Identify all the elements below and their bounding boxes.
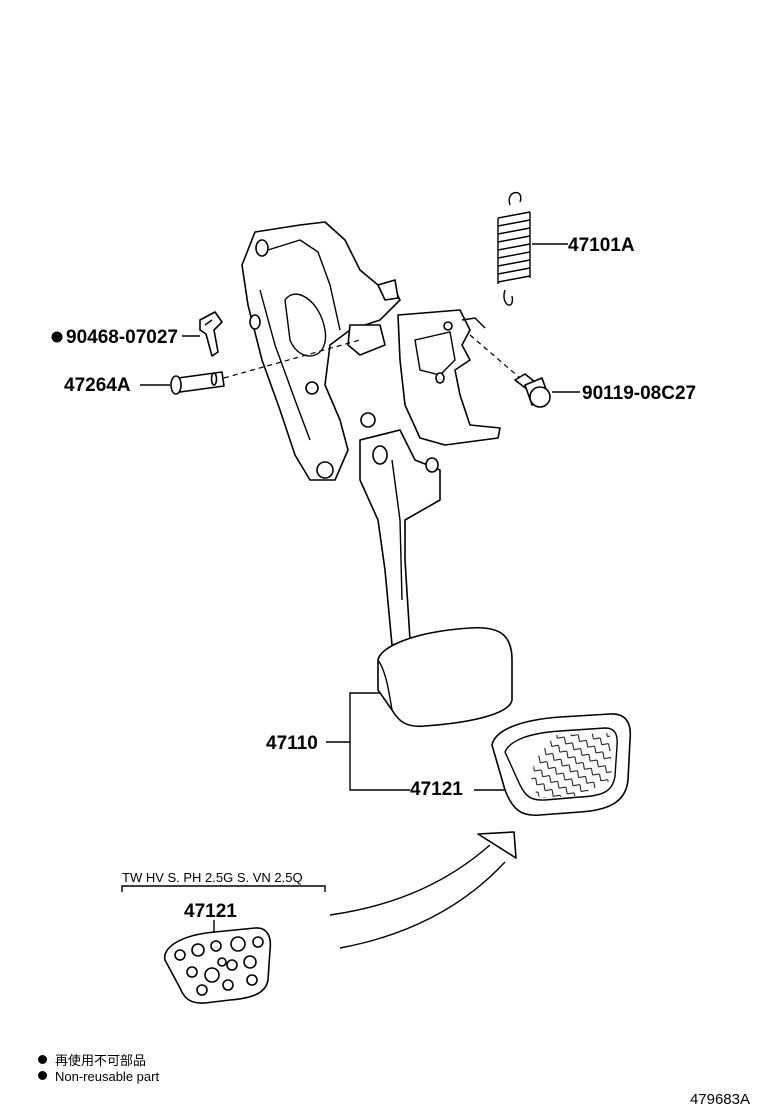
figure-number: 479683A [689,1091,750,1108]
label-pad: 47121 [410,779,463,800]
bullet-icon [38,1055,47,1064]
pedal-pin [170,371,225,395]
bullet-icon [38,1071,47,1080]
variant-note: TW HV S. PH 2.5G S. VN 2.5Q [122,870,303,885]
label-pin: 47264A [64,375,131,396]
legend-jp: 再使用不可部品 [38,1050,146,1069]
sport-pedal-pad [163,927,272,1004]
non-reusable-dot [51,331,63,343]
stopper-bolt [514,373,551,408]
label-sport-pad: 47121 [184,901,237,922]
label-bolt: 90119-08C27 [582,383,696,404]
label-pedal-assembly: 47110 [266,733,318,754]
replacement-arrow [329,831,517,949]
retaining-clip [199,311,223,357]
legend-en: Non-reusable part [38,1069,159,1084]
label-spring: 47101A [568,235,635,256]
return-spring [497,191,531,306]
pedal-pad-cover [491,713,632,817]
pedal-arm [359,429,441,646]
pedal-pad [377,626,513,728]
label-clip: 90468-07027 [66,327,178,348]
